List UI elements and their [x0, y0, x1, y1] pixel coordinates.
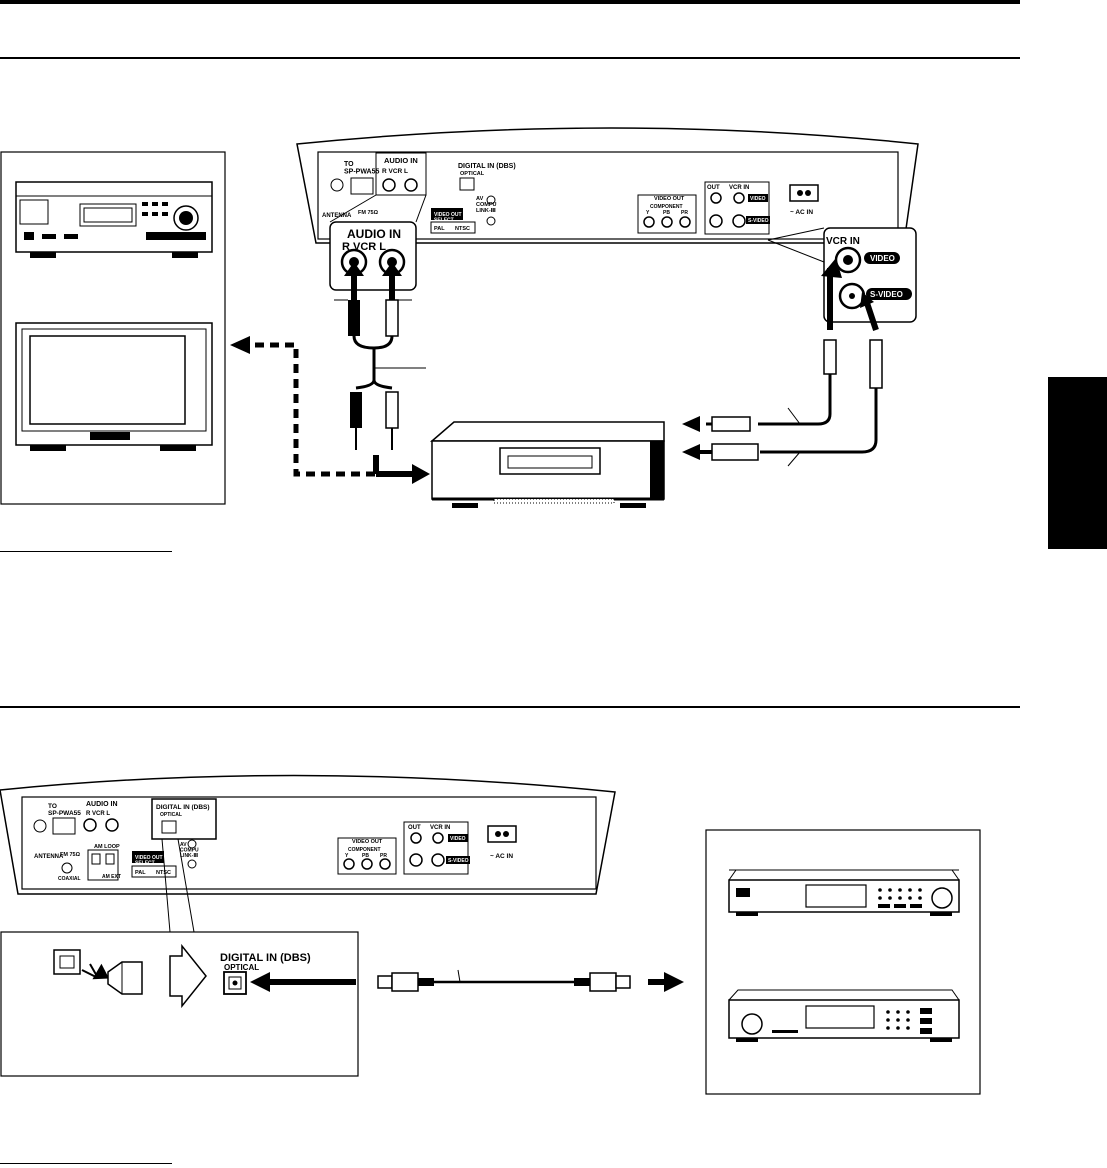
label-am-ext-bottom: AM EXT [102, 874, 121, 880]
dashed-video-link [250, 342, 420, 477]
label-vcr-in-bottom: VCR IN [430, 825, 450, 831]
label-am-loop-bottom: AM LOOP [94, 844, 120, 850]
label-fm-bottom: FM 75Ω [60, 852, 81, 858]
label-y-bottom: Y [345, 853, 349, 859]
label-out-bottom: OUT [408, 825, 421, 831]
label-video-out-bottom: VIDEO OUT [352, 839, 383, 845]
zoom-label-audio-in: AUDIO IN [347, 227, 401, 241]
label-audio-in-bottom: AUDIO IN [86, 801, 118, 808]
label-ntsc-bottom: NTSC [156, 870, 171, 876]
digital-tuner-illustration [728, 869, 960, 916]
label-out-top: OUT [707, 185, 720, 191]
label-r-vcr-l-bottom: R VCR L [86, 811, 110, 817]
label-pr-top: PR [681, 210, 688, 216]
digital-player-illustration [728, 989, 960, 1042]
zoom-label-r-vcr-l: R VCR L [342, 241, 386, 253]
label-digital-in-bottom: DIGITAL IN (DBS) [156, 804, 210, 811]
video-cables [682, 258, 883, 467]
label-video-top: VIDEO [750, 196, 766, 202]
optical-zoom-frame [0, 838, 359, 1077]
label-coaxial-bottom: COAXIAL [58, 876, 81, 882]
note-rule-bottom [0, 1163, 172, 1164]
note-rule-top [0, 551, 172, 552]
label-s-video-bottom: S-VIDEO [448, 858, 469, 864]
zoom-label-optical: OPTICAL [224, 963, 259, 972]
label-optical-bottom: OPTICAL [160, 812, 182, 818]
vcr-illustration [429, 421, 665, 508]
label-ac-in-top: ~ AC IN [790, 209, 813, 216]
label-pb-top: PB [663, 210, 670, 216]
top-rule-thick [0, 0, 1020, 4]
label-pal-bottom: PAL [135, 870, 146, 876]
zoom-label-digital-in: DIGITAL IN (DBS) [220, 952, 311, 964]
optical-cable [377, 969, 684, 992]
zoom-label-s-video: S-VIDEO [870, 290, 903, 299]
cassette-deck-illustration [15, 181, 213, 258]
label-pal-top: PAL [434, 226, 445, 232]
label-digital-in-top: DIGITAL IN (DBS) [458, 163, 516, 170]
label-component-bottom: COMPONENT [348, 847, 381, 853]
side-language-tab [1048, 377, 1107, 549]
vcr-in-zoom-callout [767, 227, 917, 323]
section-rule [0, 706, 1020, 708]
label-video-bottom: VIDEO [450, 836, 466, 842]
audio-rca-cable [334, 262, 430, 484]
label-r-vcr-l: R VCR L [382, 168, 408, 175]
receiver-panel-bottom [0, 774, 616, 895]
zoom-label-video: VIDEO [870, 254, 895, 263]
label-optical-top: OPTICAL [460, 171, 485, 177]
label-fm-top: FM 75Ω [358, 210, 379, 216]
top-rule-thin [0, 57, 1020, 59]
zoom-label-vcr-in: VCR IN [826, 236, 860, 247]
label-ntsc-top: NTSC [455, 226, 470, 232]
label-antenna-top: ANTENNA [322, 213, 352, 219]
label-vcr-in-top: VCR IN [729, 185, 749, 191]
label-ac-in-bottom: ~ AC IN [490, 853, 513, 860]
label-pb-bottom: PB [362, 853, 369, 859]
label-audio-in: AUDIO IN [384, 156, 418, 165]
label-video-out-top: VIDEO OUT [654, 196, 685, 202]
label-y-top: Y [646, 210, 650, 216]
label-antenna-bottom: ANTENNA [34, 854, 64, 860]
digital-devices-frame [705, 829, 981, 1095]
label-pr-bottom: PR [380, 853, 387, 859]
label-component-top: COMPONENT [650, 204, 683, 210]
label-s-video-top: S-VIDEO [748, 218, 769, 224]
tv-illustration [15, 322, 213, 451]
